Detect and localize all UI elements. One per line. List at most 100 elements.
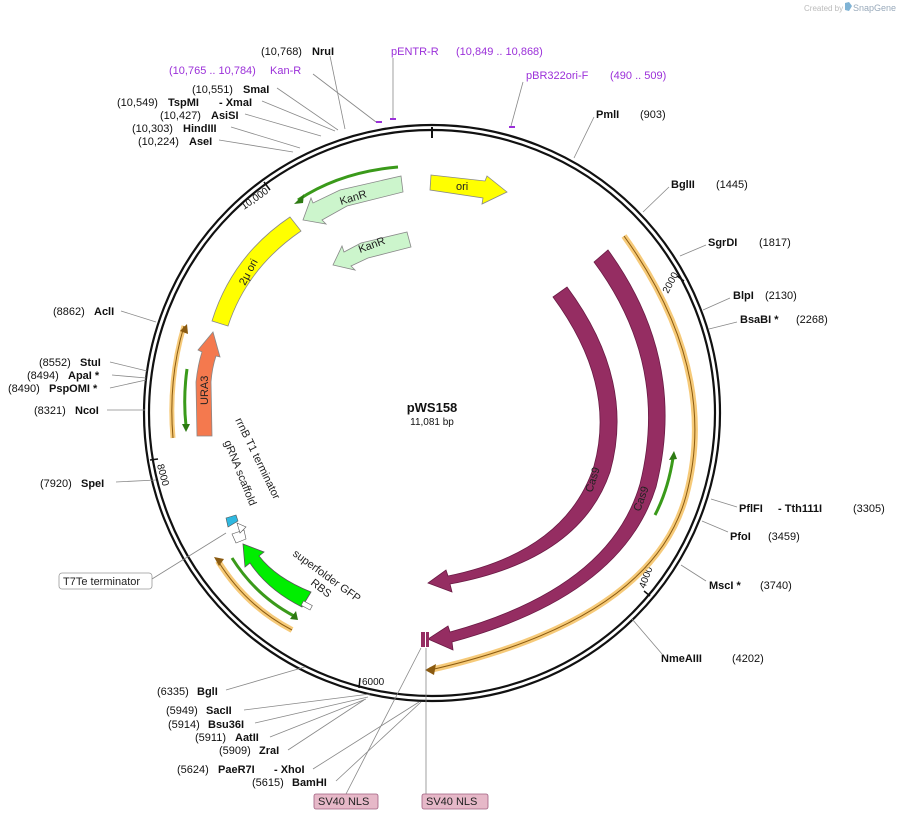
- svg-text:Kan-R: Kan-R: [270, 65, 301, 77]
- site-smai[interactable]: (10,551) SmaI: [192, 84, 269, 96]
- svg-text:(10,849 .. 10,868): (10,849 .. 10,868): [456, 46, 543, 58]
- feature-rrnb-terminator[interactable]: [231, 529, 247, 544]
- site-ncoi[interactable]: (8321) NcoI: [34, 405, 99, 417]
- t7te-callout[interactable]: T7Te terminator: [58, 572, 153, 590]
- site-paer7i-xhoi[interactable]: (5624) PaeR7I - XhoI: [177, 764, 305, 776]
- svg-text:- Tth111I: - Tth111I: [778, 503, 822, 515]
- svg-text:(2130): (2130): [765, 290, 797, 302]
- svg-text:PspOMI *: PspOMI *: [49, 383, 98, 395]
- svg-text:TspMI: TspMI: [168, 97, 199, 109]
- primer-mark-pbr322: [509, 126, 515, 128]
- primer-pentr-r[interactable]: pENTR-R (10,849 .. 10,868): [391, 46, 543, 58]
- site-pspomi[interactable]: (8490) PspOMI *: [8, 383, 98, 395]
- watermark-brand: SnapGene: [853, 3, 896, 13]
- primer-pbr322ori-f[interactable]: pBR322ori-F (490 .. 509): [526, 70, 666, 82]
- feature-kanr-outer[interactable]: KanR: [302, 175, 404, 225]
- svg-text:SpeI: SpeI: [81, 478, 104, 490]
- site-stui[interactable]: (8552) StuI: [39, 357, 101, 369]
- site-pmli[interactable]: PmlI (903): [596, 109, 666, 121]
- site-blpi[interactable]: BlpI (2130): [733, 290, 797, 302]
- svg-text:pBR322ori-F: pBR322ori-F: [526, 70, 589, 82]
- svg-text:(8862): (8862): [53, 306, 85, 318]
- site-sacii[interactable]: (5949) SacII: [166, 705, 232, 717]
- kanr-orf-arrowhead-icon: [294, 194, 304, 204]
- feature-t7te-terminator[interactable]: [236, 522, 247, 534]
- site-msci[interactable]: MscI * (3740): [709, 580, 792, 592]
- svg-text:AatII: AatII: [235, 732, 259, 744]
- svg-text:(10,551): (10,551): [192, 84, 233, 96]
- svg-text:PmlI: PmlI: [596, 109, 619, 121]
- feature-superfolder-gfp[interactable]: superfolder GFP: [242, 543, 363, 608]
- svg-text:SmaI: SmaI: [243, 84, 269, 96]
- site-bamhi[interactable]: (5615) BamHI: [252, 777, 327, 789]
- site-bglii[interactable]: BglII (1445): [671, 179, 748, 191]
- site-sgrdi[interactable]: SgrDI (1817): [708, 237, 791, 249]
- svg-text:pENTR-R: pENTR-R: [391, 46, 439, 58]
- svg-text:NcoI: NcoI: [75, 405, 99, 417]
- svg-text:AseI: AseI: [189, 136, 212, 148]
- svg-text:(5624): (5624): [177, 764, 209, 776]
- site-bsabi[interactable]: BsaBI * (2268): [740, 314, 828, 326]
- svg-text:BamHI: BamHI: [292, 777, 327, 789]
- gfp-orf-ribbon: [215, 559, 294, 633]
- svg-text:BglII: BglII: [671, 179, 695, 191]
- cas9-green-arrowhead-icon: [669, 451, 677, 460]
- site-acli[interactable]: (8862) AclI: [53, 306, 114, 318]
- feature-2micron-ori[interactable]: 2μ ori: [211, 216, 302, 327]
- svg-text:(6335): (6335): [157, 686, 189, 698]
- site-bgli[interactable]: (6335) BglI: [157, 686, 218, 698]
- primer-mark-kanr: [376, 121, 382, 123]
- site-spei[interactable]: (7920) SpeI: [40, 478, 104, 490]
- svg-text:6000: 6000: [362, 677, 385, 688]
- site-nrui[interactable]: (10,768) NruI: [261, 46, 334, 58]
- svg-text:NruI: NruI: [312, 46, 334, 58]
- primer-kan-r[interactable]: (10,765 .. 10,784) Kan-R: [169, 65, 301, 77]
- site-bsu36i[interactable]: (5914) Bsu36I: [168, 719, 244, 731]
- svg-text:ApaI *: ApaI *: [68, 370, 100, 382]
- ura3-orf-arrowhead-icon: [180, 324, 188, 334]
- svg-text:(4202): (4202): [732, 653, 764, 665]
- site-asei[interactable]: (10,224) AseI: [138, 136, 212, 148]
- feature-cas9-inner[interactable]: Cas9: [427, 286, 618, 593]
- ura3-green-arrowhead-icon: [182, 424, 190, 432]
- svg-text:AclI: AclI: [94, 306, 114, 318]
- feature-ura3[interactable]: URA3: [195, 331, 221, 437]
- plasmid-name: pWS158: [407, 400, 458, 415]
- svg-text:MscI *: MscI *: [709, 580, 742, 592]
- site-asisi[interactable]: (10,427) AsiSI: [160, 110, 239, 122]
- svg-text:NmeAIII: NmeAIII: [661, 653, 702, 665]
- feature-ori[interactable]: ori: [429, 174, 508, 205]
- svg-text:(3305): (3305): [853, 503, 885, 515]
- svg-text:(10,427): (10,427): [160, 110, 201, 122]
- svg-text:(3740): (3740): [760, 580, 792, 592]
- sv40-nls-callout-2[interactable]: SV40 NLS: [421, 793, 489, 810]
- site-pflfi-tth111i[interactable]: PflFI - Tth111I (3305): [739, 503, 885, 515]
- svg-text:StuI: StuI: [80, 357, 101, 369]
- svg-text:ZraI: ZraI: [259, 745, 279, 757]
- site-pfoi[interactable]: PfoI (3459): [730, 531, 800, 543]
- svg-text:(7920): (7920): [40, 478, 72, 490]
- svg-text:- XmaI: - XmaI: [219, 97, 252, 109]
- svg-text:- XhoI: - XhoI: [274, 764, 305, 776]
- svg-text:AsiSI: AsiSI: [211, 110, 239, 122]
- kanr-orf-arrow-icon: [297, 165, 399, 202]
- feature-grna-scaffold[interactable]: [225, 514, 239, 528]
- gfp-orf-arrowhead-icon: [214, 557, 224, 566]
- plasmid-length: 11,081 bp: [410, 417, 454, 428]
- site-apai[interactable]: (8494) ApaI *: [27, 370, 100, 382]
- svg-text:BglI: BglI: [197, 686, 218, 698]
- svg-text:(8490): (8490): [8, 383, 40, 395]
- svg-text:SgrDI: SgrDI: [708, 237, 737, 249]
- feature-kanr-inner[interactable]: KanR: [332, 231, 412, 271]
- site-tspmi-xmai[interactable]: (10,549) TspMI - XmaI: [117, 97, 252, 109]
- sv40-nls-callout-1[interactable]: SV40 NLS: [313, 793, 379, 810]
- site-zrai[interactable]: (5909) ZraI: [219, 745, 279, 757]
- backbone-outer-ring: [142, 123, 722, 703]
- site-nmeaiii[interactable]: NmeAIII (4202): [661, 653, 764, 665]
- cas9-orf-arrowhead-icon: [425, 664, 436, 675]
- site-aatii[interactable]: (5911) AatII: [195, 732, 259, 744]
- svg-text:SacII: SacII: [206, 705, 232, 717]
- svg-text:HindIII: HindIII: [183, 123, 217, 135]
- site-hindiii[interactable]: (10,303) HindIII: [132, 123, 217, 135]
- feature-cas9-outer[interactable]: Cas9: [427, 249, 666, 651]
